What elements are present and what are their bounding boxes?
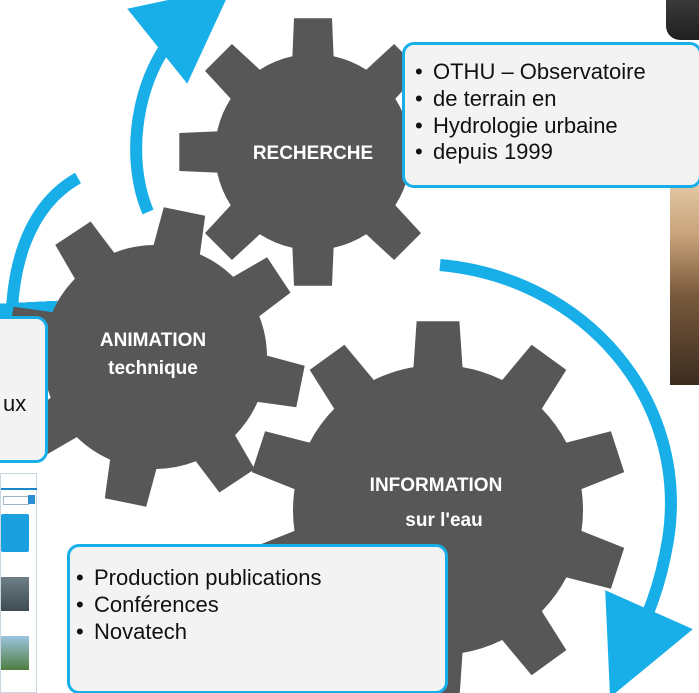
cycle-arrow-right	[439, 259, 693, 693]
callout-information-item: Conférences	[76, 592, 437, 619]
callout-animation: ux	[0, 316, 48, 463]
gear-animation-label-line1: ANIMATION	[100, 330, 206, 351]
website-thumbnail-2	[1, 636, 29, 670]
website-header-bar	[1, 488, 37, 490]
gear-recherche-label: RECHERCHE	[253, 143, 373, 164]
gear-information-label-line2: sur l'eau	[405, 510, 482, 531]
callout-recherche-line: de terrain en	[415, 86, 691, 113]
callout-information-item: Production publications	[76, 565, 437, 592]
website-search-icon	[28, 495, 35, 504]
callout-recherche-line: depuis 1999	[415, 139, 691, 166]
website-thumbnail-1	[1, 577, 29, 611]
callout-recherche-line: OTHU – Observatoire	[415, 59, 691, 86]
photo-right-strip	[670, 185, 699, 385]
callout-information: Production publications Conférences Nova…	[67, 544, 448, 693]
cycle-arrow-top	[127, 0, 233, 215]
gear-animation	[5, 207, 305, 507]
callout-information-item: Novatech	[76, 619, 437, 646]
callout-recherche-list: OTHU – Observatoire de terrain en Hydrol…	[411, 59, 691, 166]
gear-animation-label-line2: technique	[108, 358, 198, 379]
callout-recherche-line: Hydrologie urbaine	[415, 113, 691, 140]
photo-top-right	[666, 0, 699, 40]
callout-animation-text: ux	[3, 391, 27, 416]
callout-recherche: OTHU – Observatoire de terrain en Hydrol…	[402, 42, 699, 188]
website-logo-tile	[1, 514, 29, 552]
website-screenshot	[0, 473, 37, 693]
callout-information-list: Production publications Conférences Nova…	[72, 565, 437, 645]
gear-recherche	[179, 18, 447, 286]
gear-information-label-line1: INFORMATION	[370, 475, 503, 496]
